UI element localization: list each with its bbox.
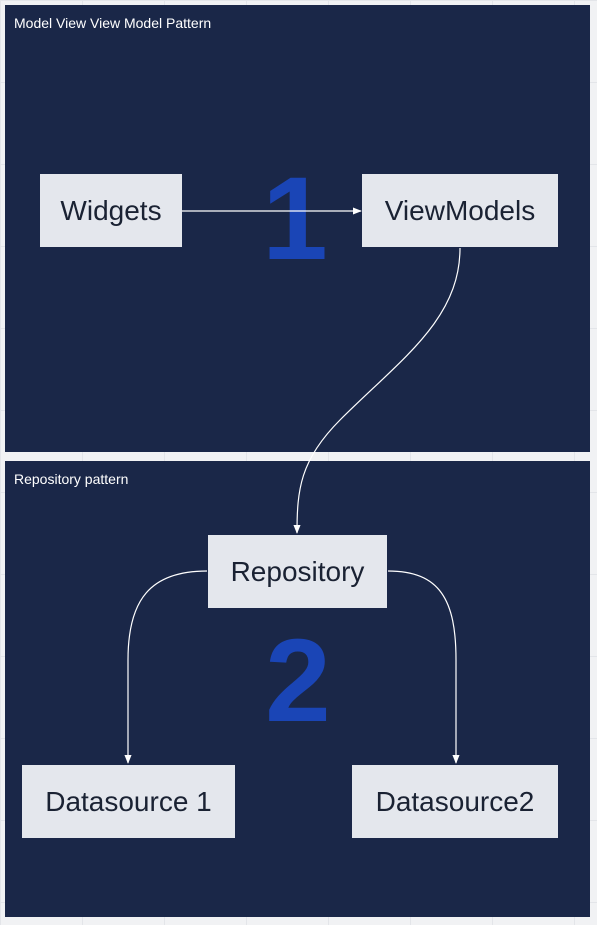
node-repository[interactable]: Repository: [208, 535, 387, 608]
node-widgets[interactable]: Widgets: [40, 174, 182, 247]
node-datasource-2[interactable]: Datasource2: [352, 765, 558, 838]
frame-mvvm-title: Model View View Model Pattern: [14, 15, 212, 31]
step-number-1: 1: [262, 153, 328, 285]
step-number-2: 2: [265, 615, 331, 747]
node-viewmodels[interactable]: ViewModels: [362, 174, 558, 247]
node-datasource-1[interactable]: Datasource 1: [22, 765, 235, 838]
frame-repository-title: Repository pattern: [14, 471, 129, 487]
